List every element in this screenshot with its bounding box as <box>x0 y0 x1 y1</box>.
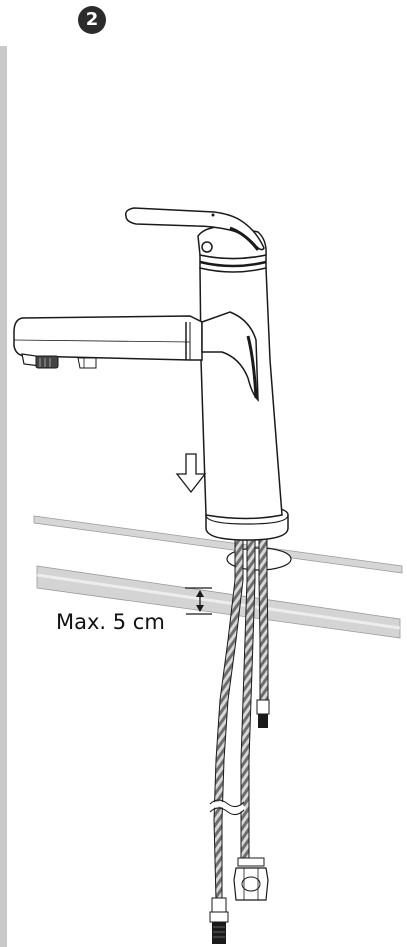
worktop-top-edge <box>33 515 403 574</box>
step-number-badge: 2 <box>78 6 106 34</box>
screw-cap-icon <box>201 241 213 253</box>
max-thickness-label: Max. 5 cm <box>56 610 165 634</box>
arrow-down-icon <box>175 453 207 494</box>
hose-nut-middle <box>233 857 269 901</box>
hose-end-fitting-right <box>256 699 270 728</box>
dimension-arrow-icon <box>185 587 212 615</box>
spray-head <box>21 353 97 369</box>
faucet <box>13 207 289 541</box>
hose-end-fitting-left <box>209 897 229 944</box>
page-side-bar <box>0 46 7 947</box>
